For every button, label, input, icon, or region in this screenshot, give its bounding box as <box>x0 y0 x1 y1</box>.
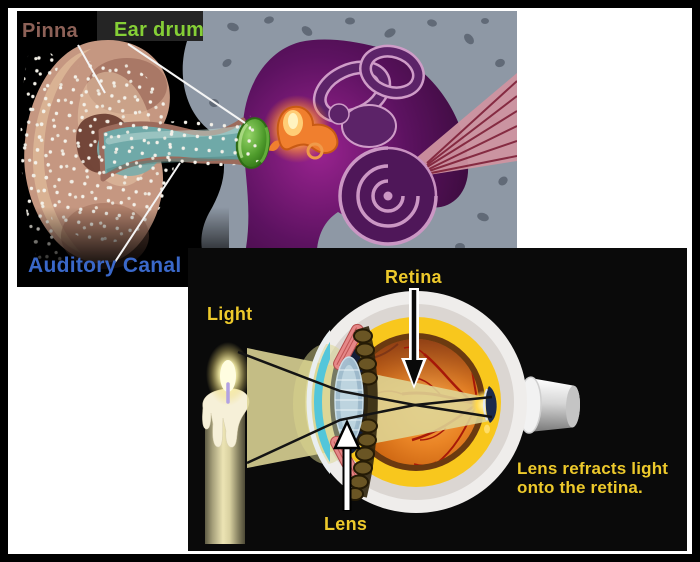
eardrum-pointer-line <box>127 43 246 124</box>
retina-label: Retina <box>385 267 442 287</box>
semicircular-canals <box>312 44 425 148</box>
retina-arrow <box>401 288 427 389</box>
eye-illustration <box>188 248 687 551</box>
candle-flame <box>206 342 250 406</box>
ear-illustration <box>17 11 517 287</box>
cornea <box>306 329 330 475</box>
auditory-canal-label: Auditory Canal <box>28 254 182 277</box>
auditory-nerve <box>415 73 517 176</box>
lens-label: Lens <box>324 514 368 534</box>
pinna-pointer-line <box>77 44 106 94</box>
eye-diagram-panel: Light Retina Lens Lens refracts light on… <box>188 248 687 551</box>
label-backdrop <box>97 11 203 41</box>
light-label: Light <box>207 304 253 324</box>
lens-caption: Lens refracts light onto the retina. <box>517 459 669 498</box>
lens-arrow <box>333 419 361 511</box>
ear-diagram-panel: Pinna Ear drum Auditory Canal <box>17 11 517 287</box>
ciliary-body <box>346 328 378 501</box>
candle <box>202 388 250 544</box>
optic-nerve <box>518 376 581 434</box>
light-rays <box>237 350 493 465</box>
ear-drum-label: Ear drum <box>114 19 205 41</box>
canal-pointer-line <box>114 162 181 263</box>
ossicles <box>263 95 339 163</box>
pinna-label: Pinna <box>22 20 78 42</box>
cochlea <box>338 146 438 246</box>
